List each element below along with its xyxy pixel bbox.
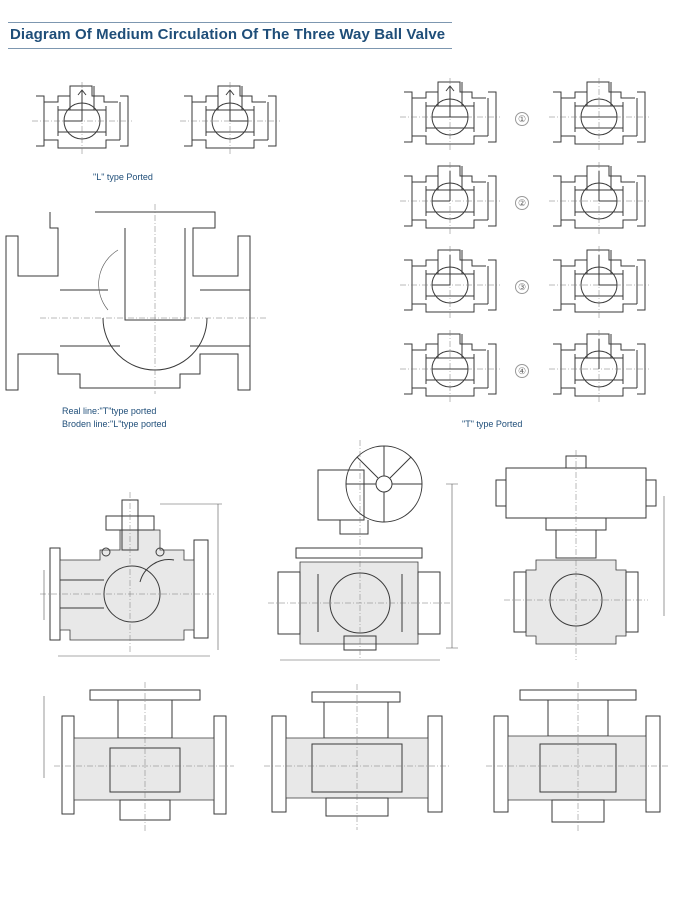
section-bottom-3 — [486, 682, 670, 832]
t-type-row-4-right — [548, 329, 650, 403]
section-bottom-1 — [43, 682, 234, 832]
t-type-row-3-left — [399, 245, 501, 319]
l-type-valve-1 — [31, 81, 133, 155]
caption-t-type: "T" type Ported — [462, 419, 523, 429]
section-manual-valve — [40, 492, 222, 657]
position-marker-3: ③ — [515, 280, 529, 294]
position-marker-4: ④ — [515, 364, 529, 378]
t-type-row-1-right — [548, 77, 650, 151]
section-bottom-2 — [264, 684, 450, 830]
t-type-row-3-right — [548, 245, 650, 319]
t-type-row-2-right — [548, 161, 650, 235]
large-port-diagram — [5, 204, 266, 394]
t-type-row-2-left — [399, 161, 501, 235]
title-rule-bottom — [8, 48, 452, 49]
page-title: Diagram Of Medium Circulation Of The Thr… — [10, 26, 446, 43]
t-type-row-1-left — [399, 77, 501, 151]
caption-real-line: Real line:"T"type ported — [62, 406, 157, 416]
l-type-valve-2 — [179, 81, 281, 155]
position-marker-2: ② — [515, 196, 529, 210]
title-rule-top — [8, 22, 452, 23]
t-type-row-4-left — [399, 329, 501, 403]
section-gear-valve — [268, 440, 458, 661]
caption-broken-line: Broden line:"L"type ported — [62, 419, 167, 429]
caption-l-type: "L" type Ported — [93, 172, 153, 182]
section-actuator-valve — [495, 450, 665, 660]
position-marker-1: ① — [515, 112, 529, 126]
